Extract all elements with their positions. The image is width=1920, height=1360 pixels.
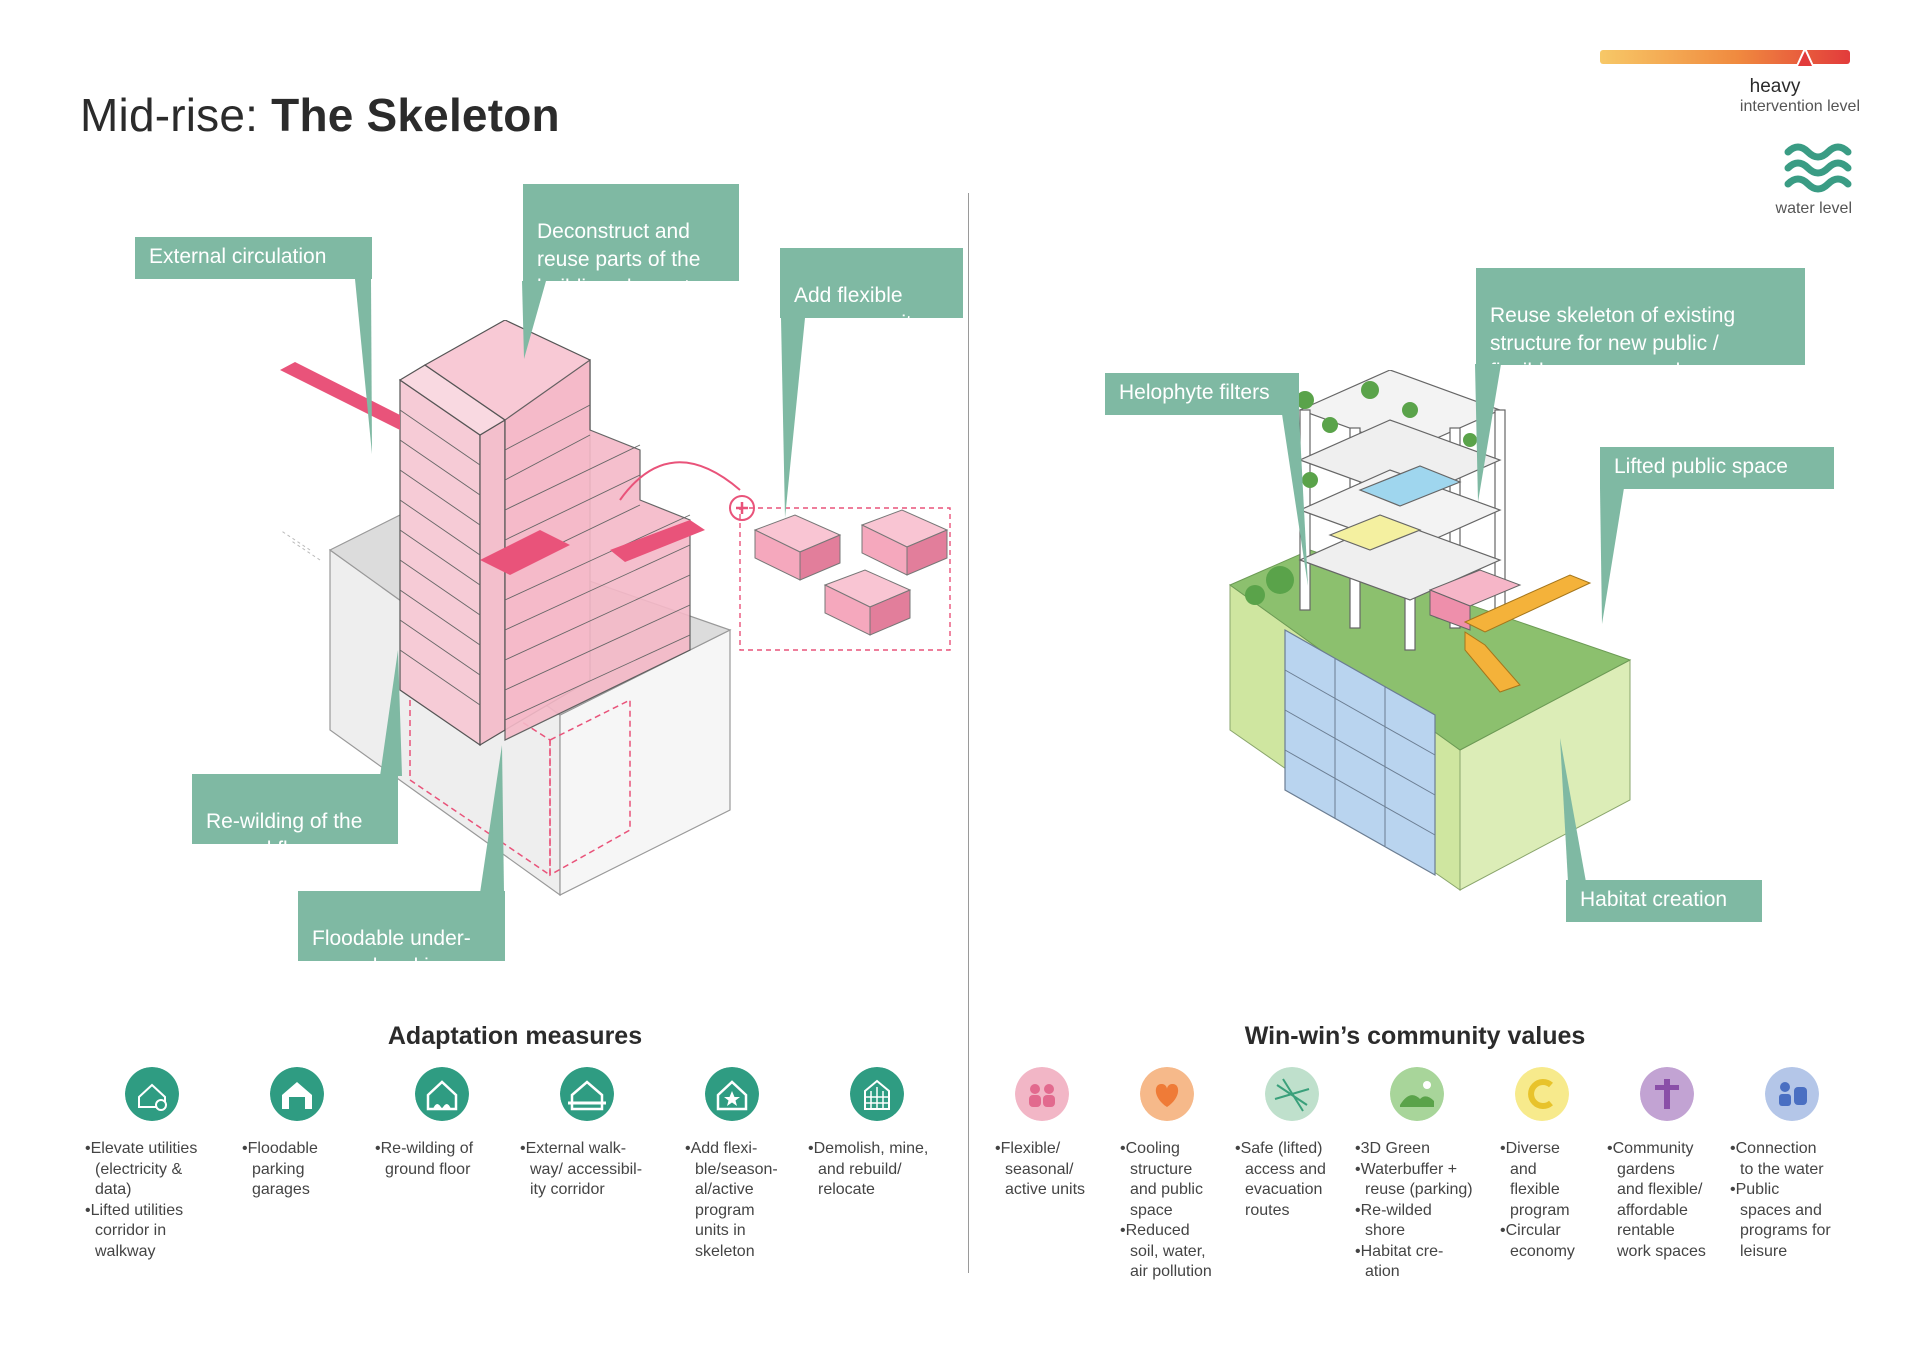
adaptation-item-5-bullets: Add flexi- ble/season- al/active program… [685, 1139, 795, 1262]
stepped-block [423, 320, 691, 741]
callout-reuse-skeleton: Reuse skeleton of existing structure for… [1476, 268, 1805, 383]
water-connection-icon [1765, 1067, 1819, 1121]
flexible-unit-1 [753, 514, 842, 581]
pointer-helophyte [1282, 414, 1308, 586]
list-item: Add flexi- ble/season- al/active program… [685, 1139, 795, 1262]
removed-units-overlay [619, 461, 951, 651]
list-item: Floodable parking garages [242, 1139, 362, 1201]
intervention-level-word: heavy [1749, 76, 1801, 97]
rewilding-house-icon [415, 1067, 469, 1121]
list-item: Re-wilded shore [1355, 1201, 1490, 1242]
pointer-add-flexible [781, 318, 805, 518]
plants [1245, 381, 1477, 619]
list-item: 3D Green [1355, 1139, 1490, 1160]
callout-floodable: Floodable under- ground parking [298, 891, 505, 978]
value-item-6-bullets: Community gardens and flexible/ affordab… [1607, 1139, 1722, 1262]
pointer-lifted-public [1600, 488, 1624, 624]
section-divider [968, 193, 969, 1273]
pointer-reuse-skeleton [1475, 364, 1501, 502]
callout-habitat: Habitat creation [1566, 880, 1762, 922]
callout-external-circulation: External circulation [135, 237, 372, 279]
list-item: Re-wilding of ground floor [375, 1139, 505, 1180]
list-item: Public spaces and programs for leisure [1730, 1180, 1850, 1262]
values-title: Win-win’s community values [1244, 1022, 1586, 1050]
list-item: Reduced soil, water, air pollution [1120, 1221, 1235, 1283]
adaptation-item-4-bullets: External walk- way/ accessibil- ity corr… [520, 1139, 660, 1201]
list-item: Community gardens and flexible/ affordab… [1607, 1139, 1722, 1262]
green-skeleton-illustration [1228, 370, 1632, 891]
water-level-label: water level [1775, 200, 1852, 217]
floodable-parking-outline [409, 648, 631, 877]
pointer-habitat [1560, 738, 1586, 882]
external-walkway [280, 362, 400, 430]
list-item: Flexible/ seasonal/ active units [995, 1139, 1105, 1201]
pointer-floodable [480, 745, 504, 893]
green-base-block [1228, 549, 1632, 891]
lifted-public-space [1428, 569, 1592, 693]
title-bold: The Skeleton [271, 89, 560, 141]
callout-lifted-public: Lifted public space [1600, 447, 1834, 489]
list-item: Waterbuffer + reuse (parking) [1355, 1160, 1490, 1201]
skeleton-frame [1298, 370, 1506, 651]
flexible-unit-3 [823, 569, 912, 636]
list-item: Connection to the water [1730, 1139, 1850, 1180]
adaptation-item-2-bullets: Floodable parking garages [242, 1139, 362, 1201]
flexible-units-icon [705, 1067, 759, 1121]
value-item-2-bullets: Cooling structure and public space Reduc… [1120, 1139, 1235, 1283]
tall-slab [398, 364, 507, 747]
green-landscape-icon [1390, 1067, 1444, 1121]
callout-add-flexible: Add flexible program units [780, 248, 963, 335]
pointer-external-circulation [355, 279, 372, 454]
list-item: Lifted utilities corridor in walkway [85, 1201, 225, 1263]
intervention-scale [1600, 46, 1850, 68]
adaptation-title: Adaptation measures [387, 1022, 643, 1050]
lower-walkway [480, 530, 570, 575]
value-item-5-bullets: Diverse and flexible program Circular ec… [1500, 1139, 1595, 1262]
intervention-gradient-bar [1600, 50, 1850, 64]
adaptation-item-1-bullets: Elevate utilities (electricity & data) L… [85, 1139, 225, 1262]
list-item: External walk- way/ accessibil- ity corr… [520, 1139, 660, 1201]
list-item: Cooling structure and public space [1120, 1139, 1235, 1221]
page-title: Mid-rise: The Skeleton [80, 88, 560, 142]
pointer-deconstruct [522, 281, 546, 359]
community-garden-icon [1640, 1067, 1694, 1121]
list-item: Habitat cre- ation [1355, 1242, 1490, 1283]
terrace-walkway [610, 520, 705, 562]
adaptation-item-6-bullets: Demolish, mine, and rebuild/ relocate [808, 1139, 958, 1201]
circular-economy-icon [1515, 1067, 1569, 1121]
list-item: Safe (lifted) access and evacuation rout… [1235, 1139, 1345, 1221]
flexible-unit-2 [860, 509, 949, 576]
list-item: Circular economy [1500, 1221, 1595, 1262]
floodable-garage-icon [270, 1067, 324, 1121]
callout-helophyte: Helophyte filters [1105, 373, 1299, 415]
demolish-rebuild-icon [850, 1067, 904, 1121]
people-icon [1015, 1067, 1069, 1121]
add-arrow [619, 461, 741, 501]
pointer-rewilding [380, 650, 402, 776]
value-item-7-bullets: Connection to the water Public spaces an… [1730, 1139, 1850, 1262]
heart-icon [1140, 1067, 1194, 1121]
value-item-1-bullets: Flexible/ seasonal/ active units [995, 1139, 1105, 1201]
map-grid-icon [1265, 1067, 1319, 1121]
external-walkway-icon [560, 1067, 614, 1121]
title-prefix: Mid-rise: [80, 89, 259, 141]
callout-rewilding: Re-wilding of the ground floor [192, 774, 398, 861]
list-item: Demolish, mine, and rebuild/ relocate [808, 1139, 958, 1201]
list-item: Diverse and flexible program [1500, 1139, 1595, 1221]
water-waves-icon [1784, 143, 1852, 193]
adaptation-item-3-bullets: Re-wilding of ground floor [375, 1139, 505, 1180]
value-item-3-bullets: Safe (lifted) access and evacuation rout… [1235, 1139, 1345, 1221]
callout-deconstruct: Deconstruct and reuse parts of the build… [523, 184, 739, 299]
list-item: Elevate utilities (electricity & data) [85, 1139, 225, 1201]
elevate-utilities-icon [125, 1067, 179, 1121]
intervention-level-label: intervention level [1739, 98, 1860, 115]
value-item-4-bullets: 3D Green Waterbuffer + reuse (parking) R… [1355, 1139, 1490, 1283]
